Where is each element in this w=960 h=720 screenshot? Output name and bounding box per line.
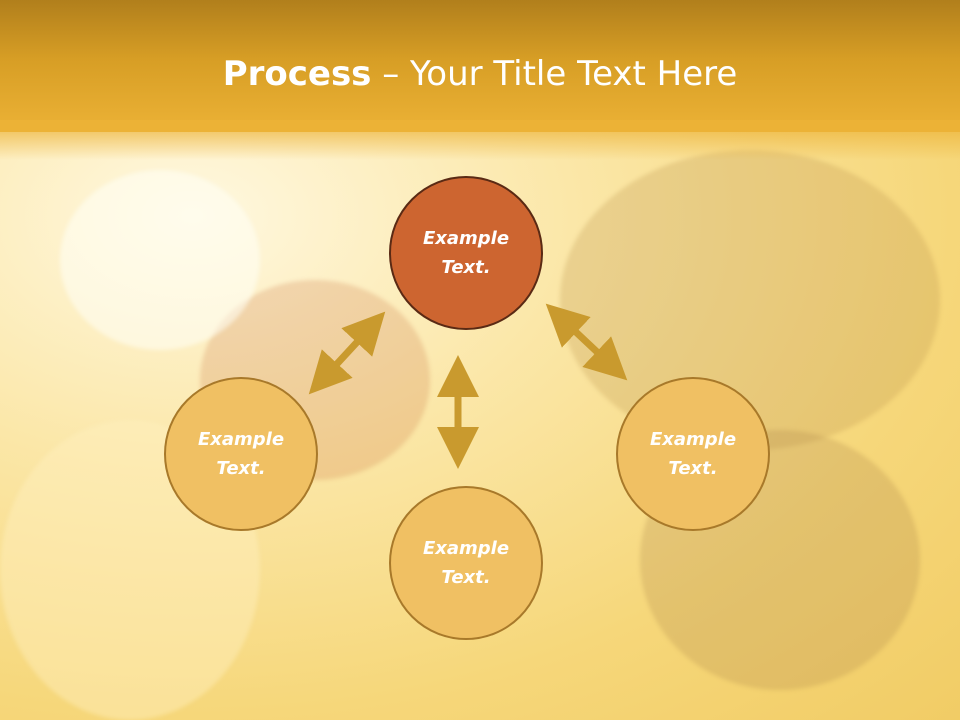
node-right: Example Text. [616,377,770,531]
slide-title: Process – Your Title Text Here [0,52,960,96]
background-leaf-shape [560,150,940,450]
node-bottom: Example Text. [389,486,543,640]
arrow-top-right [545,303,628,381]
title-bar-fade [0,120,960,160]
background-light-spot [60,170,260,350]
title-rest: – Your Title Text Here [371,54,738,94]
node-left: Example Text. [164,377,318,531]
node-top: Example Text. [389,176,543,330]
arrow-top-left [308,311,386,395]
title-bar [0,0,960,132]
title-bold: Process [222,54,372,94]
